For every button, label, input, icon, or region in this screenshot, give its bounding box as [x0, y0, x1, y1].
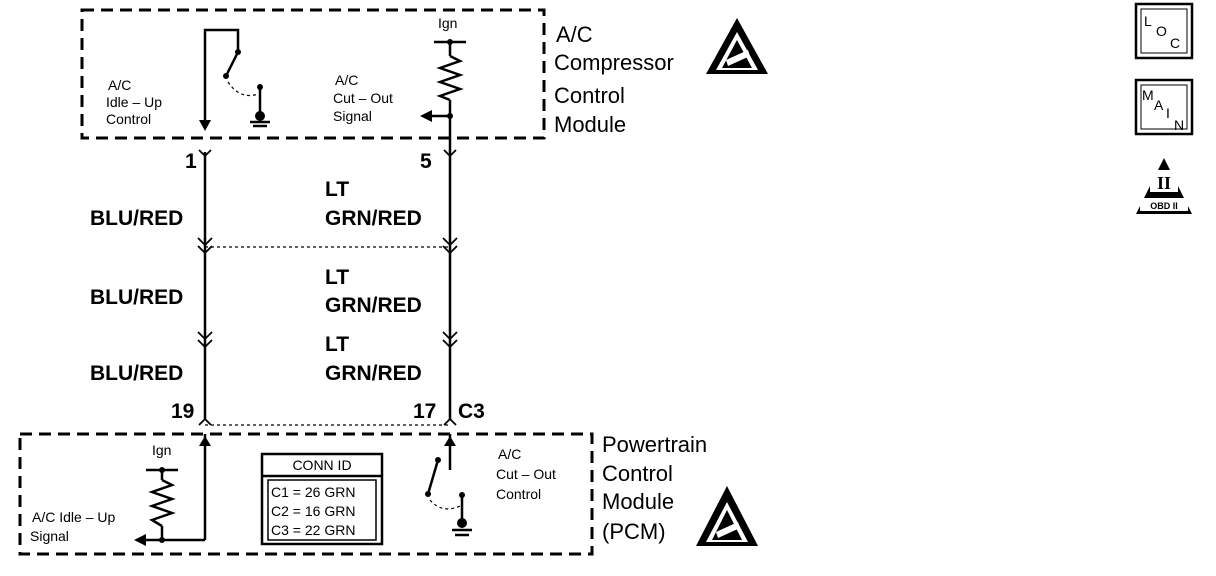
wire-right-label-1a: LT — [325, 178, 349, 201]
cutout-signal-label-2: Cut – Out — [333, 90, 393, 106]
obd-ii-badge — [1136, 158, 1192, 214]
top-module-name-3: Control — [554, 83, 625, 108]
cutout-signal-label-1: A/C — [335, 72, 358, 88]
conn-id-title: CONN ID — [292, 457, 351, 473]
idle-up-switch — [203, 28, 270, 128]
main-letter-i: I — [1166, 105, 1170, 121]
pin-19-label: 19 — [171, 400, 194, 423]
conn-id-row-1: C1 = 26 GRN — [271, 484, 355, 500]
pcm-idle-up-signal-label-2: Signal — [30, 528, 69, 544]
loc-letter-l: L — [1144, 13, 1152, 29]
wire-right-label-1b: GRN/RED — [325, 207, 422, 230]
cutout-resistor — [420, 39, 466, 152]
ac-compressor-module-box — [80, 8, 546, 140]
wire-left-label-1: BLU/RED — [90, 207, 183, 230]
top-module-name-1: A/C — [556, 22, 593, 47]
loc-letter-c: C — [1170, 35, 1180, 51]
wire-left-label-2: BLU/RED — [90, 286, 183, 309]
pcm-name-3: Module — [602, 489, 674, 514]
pcm-cutout-label-1: A/C — [498, 446, 521, 462]
conn-id-row-3: C3 = 22 GRN — [271, 522, 355, 538]
pin-5-label: 5 — [420, 150, 432, 173]
pcm-name-4: (PCM) — [602, 519, 666, 544]
top-ign-label: Ign — [438, 15, 457, 31]
main-letter-n: N — [1174, 117, 1184, 133]
pcm-box — [18, 432, 594, 556]
obd-ii-numeral: II — [1157, 173, 1171, 193]
pin-17-label: 17 — [413, 400, 436, 423]
main-letter-a: A — [1154, 97, 1164, 113]
loc-letter-o: O — [1156, 23, 1167, 39]
main-letter-m: M — [1142, 87, 1154, 103]
esd-warning-icon — [706, 18, 768, 74]
pcm-cutout-label-3: Control — [496, 486, 541, 502]
cutout-signal-label-3: Signal — [333, 108, 372, 124]
pcm-cutout-switch — [425, 434, 472, 537]
wire-left-label-3: BLU/RED — [90, 362, 183, 385]
wire-right-label-3a: LT — [325, 333, 349, 356]
idle-up-control-label-1: A/C — [108, 77, 131, 93]
idle-up-control-label-2: Idle – Up — [106, 94, 162, 110]
pcm-name-2: Control — [602, 461, 673, 486]
obd-ii-label: OBD II — [1150, 201, 1178, 211]
wire-right-label-2a: LT — [325, 266, 349, 289]
top-module-name-2: Compressor — [554, 50, 674, 75]
conn-id-row-2: C2 = 16 GRN — [271, 503, 355, 519]
esd-warning-icon-pcm — [696, 486, 758, 546]
conn-id-table — [260, 452, 384, 546]
pin-1-label: 1 — [185, 150, 197, 173]
pcm-cutout-label-2: Cut – Out — [496, 466, 556, 482]
pcm-idle-up-resistor — [134, 434, 211, 546]
loc-badge — [1134, 2, 1194, 60]
top-module-name-4: Module — [554, 112, 626, 137]
connector-c3-label: C3 — [458, 400, 485, 423]
idle-up-control-label-3: Control — [106, 111, 151, 127]
pcm-name-1: Powertrain — [602, 432, 707, 457]
wire-right-label-2b: GRN/RED — [325, 294, 422, 317]
pcm-idle-up-signal-label-1: A/C Idle – Up — [32, 509, 115, 525]
main-badge — [1134, 78, 1194, 136]
pcm-ign-label: Ign — [152, 442, 171, 458]
wire-right-label-3b: GRN/RED — [325, 362, 422, 385]
